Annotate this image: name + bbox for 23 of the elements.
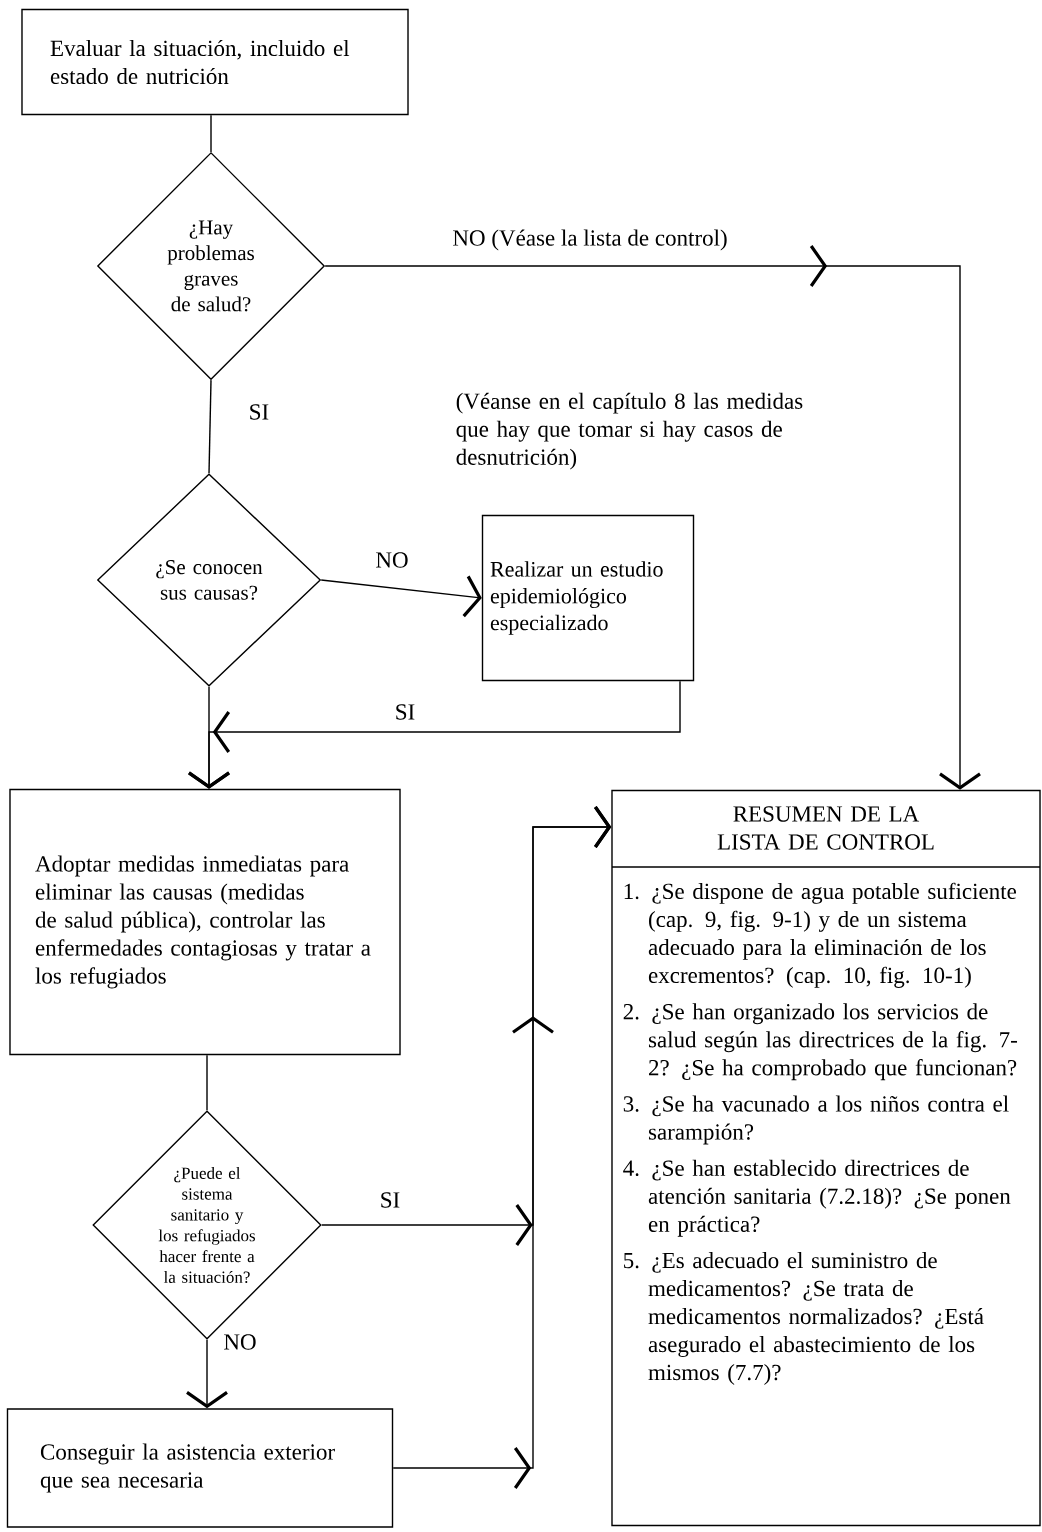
arrow [324, 245, 981, 790]
arrow [188, 686, 230, 789]
checklist-item: 1. ¿Se dispone de agua potable suficiente (cap. 9, fig. 9-1) y de un sistema adecuado para la eliminación de los excrementos? (cap. 10, fig. 10-1) [624, 882, 1016, 988]
connector-line [208, 379, 212, 474]
checklist-item: 5. ¿Es adecuado el suministro de medicamentos? ¿Se trata de medicamentos normalizados? ¿Está asegurado el abastecimiento de los mismos (7.7)? [624, 1252, 984, 1385]
edge-label: SI [250, 404, 269, 420]
note-text: (Véanse en el capítulo 8 las medidas que hay que tomar si hay casos de desnutrición) [456, 392, 803, 470]
connector-line [210, 114, 212, 153]
edge-label: SI [396, 704, 415, 720]
edge-label: NO (Véase la lista de control) [453, 229, 727, 251]
checklist-item: 2. ¿Se han organizado los servicios de salud según las directrices de la fig. 7-2? ¿Se ha comprobado que funcionan? [623, 1003, 1017, 1081]
process-box: Adoptar medidas inmediatas para eliminar las causas (medidas de salud pública), controlar las enfermedades contagiosas y tratar a los refugiados [9, 788, 401, 1056]
arrow [392, 806, 612, 1489]
checklist-item: 3. ¿Se ha vacunado a los niños contra el sarampión? [623, 1095, 1009, 1145]
checklist-heading: RESUMEN DE LA LISTA DE CONTROL [717, 806, 934, 850]
arrow [320, 575, 482, 618]
connector-line [206, 1054, 208, 1111]
checklist-item: 4. ¿Se han establecido directrices de atención sanitaria (7.2.18)? ¿Se ponen en práctica? [623, 1159, 1011, 1237]
edge-label: SI [381, 1192, 400, 1208]
process-box: Evaluar la situación, incluido el estado de nutrición [21, 8, 409, 116]
process-box: Conseguir la asistencia exterior que sea necesaria [6, 1408, 394, 1528]
process-box: Realizar un estudio epidemiológico especializado [481, 514, 695, 682]
edge-label: NO [376, 552, 408, 568]
